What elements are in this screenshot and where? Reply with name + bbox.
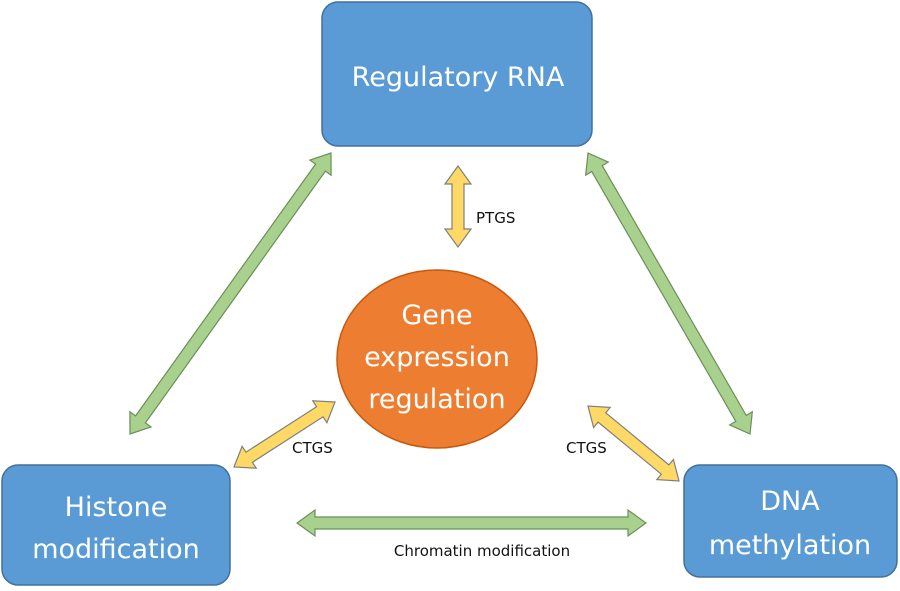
dna-label-line2: methylation — [709, 530, 871, 561]
regulatory-rna-box — [321, 1, 593, 147]
ctgs-left-arrow — [233, 400, 336, 469]
center-label-line1: Gene — [401, 300, 472, 331]
chromatin-modification-label: Chromatin modification — [394, 542, 570, 560]
regulatory-rna-label: Regulatory RNA — [352, 62, 565, 93]
rna-dna-arrow — [584, 152, 754, 435]
ctgs-left-label: CTGS — [292, 439, 333, 457]
histone-label-line2: modification — [32, 534, 200, 565]
histone-modification-box — [1, 464, 231, 586]
histone-label-line1: Histone — [65, 492, 168, 523]
ctgs-right-label: CTGS — [566, 439, 607, 457]
chromatin-modification-arrow — [295, 508, 648, 538]
dna-methylation-box — [683, 464, 898, 578]
ptgs-arrow — [443, 164, 473, 249]
rna-histone-arrow — [129, 152, 332, 435]
ptgs-label: PTGS — [476, 209, 515, 227]
center-label-line3: regulation — [368, 384, 505, 415]
gene-expression-ellipse — [336, 269, 538, 449]
center-label-line2: expression — [364, 342, 510, 373]
dna-label-line1: DNA — [760, 486, 820, 517]
ctgs-right-arrow — [587, 405, 680, 482]
